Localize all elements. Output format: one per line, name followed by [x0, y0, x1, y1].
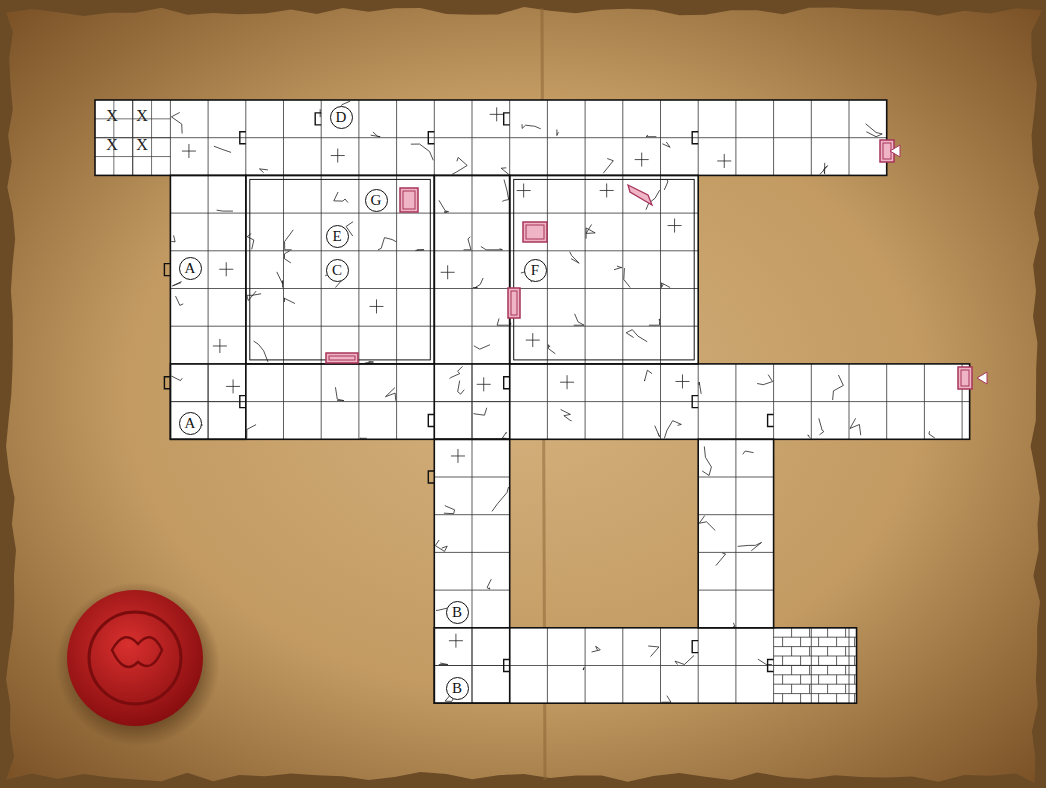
room-marker: C	[326, 259, 349, 282]
seal-emblem	[112, 637, 162, 667]
doors	[326, 140, 987, 389]
room-marker: B	[446, 677, 469, 700]
marker-letter: A	[185, 261, 196, 276]
seal-ring	[89, 612, 181, 704]
parchment	[6, 7, 1042, 783]
door-marker	[400, 188, 418, 212]
grid-lines	[95, 100, 970, 703]
brick-texture	[774, 628, 857, 703]
wax-seal	[67, 590, 203, 726]
marker-letter: D	[336, 110, 347, 125]
corridor-floor	[698, 439, 773, 628]
cell-mark: X	[106, 108, 118, 124]
marker-letter: B	[452, 681, 462, 696]
corridor-floor	[95, 100, 887, 175]
room-floor	[510, 175, 699, 364]
marker-letter: F	[531, 263, 539, 278]
marker-letter: E	[332, 229, 341, 244]
floor-cracks	[171, 101, 934, 702]
room-marker: B	[446, 601, 469, 624]
cell-mark: X	[136, 108, 148, 124]
room-marker: G	[365, 189, 388, 212]
door-marker	[523, 222, 547, 242]
room-marker: E	[326, 225, 349, 248]
marker-letter: C	[332, 263, 342, 278]
seal-shadow	[56, 582, 220, 746]
room-marker: A	[179, 257, 202, 280]
tile-outlines	[95, 100, 970, 703]
room-marker: D	[330, 106, 353, 129]
room-floor	[246, 175, 434, 364]
marker-letter: G	[371, 193, 382, 208]
corridor-floor	[434, 628, 856, 703]
door-marker	[326, 353, 358, 363]
marker-letter: B	[452, 605, 462, 620]
cell-mark: X	[106, 137, 118, 153]
trap-marker	[628, 185, 652, 205]
entry-arrow	[890, 145, 900, 157]
floor-tiles	[95, 100, 970, 703]
marker-letter: A	[185, 416, 196, 431]
cell-mark: X	[136, 137, 148, 153]
entry-arrow	[977, 372, 987, 384]
door-marker	[958, 367, 972, 389]
room-marker: F	[524, 259, 547, 282]
room-marker: A	[179, 412, 202, 435]
door-marker	[508, 288, 520, 318]
fine-grid	[95, 100, 170, 175]
corridor-floor	[170, 364, 969, 439]
